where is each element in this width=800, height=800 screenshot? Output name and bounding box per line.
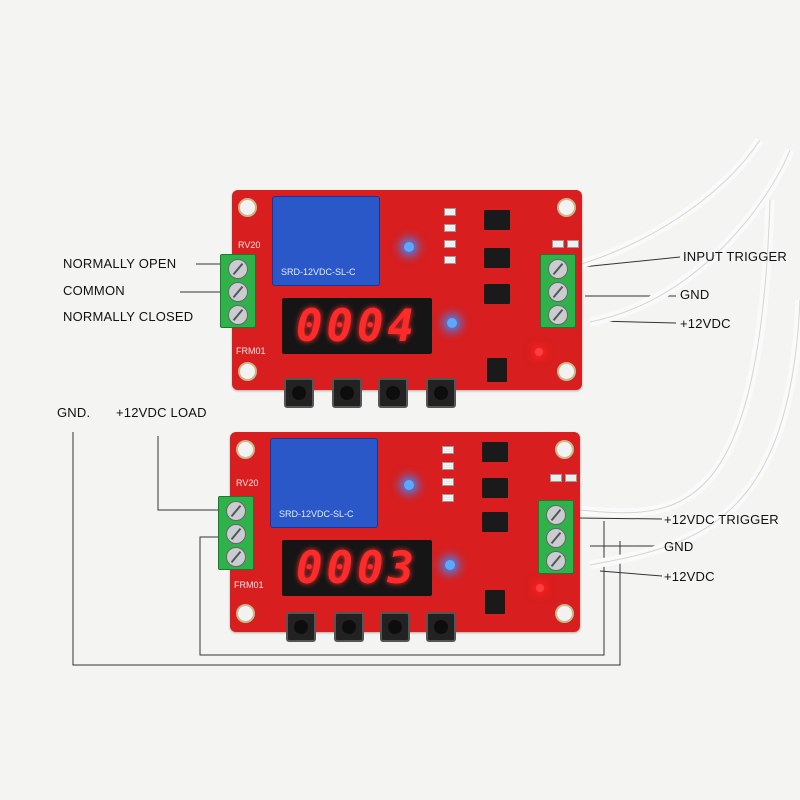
terminal-block-relay[interactable] [220,254,256,328]
status-led-blue [404,242,414,252]
leader-12vdc-trigger [577,517,663,520]
ic-chip [484,248,510,268]
label-input-trigger: INPUT TRIGGER [683,249,787,264]
terminal-block-relay[interactable] [218,496,254,570]
relay-model-text: SRD-12VDC-SL-C [281,267,356,277]
relay-module: SRD-12VDC-SL-C [272,196,380,286]
mount-hole [557,362,576,381]
ic-chip [482,478,508,498]
relay-model-text: SRD-12VDC-SL-C [279,509,354,519]
label-12vdc-top: +12VDC [680,316,731,331]
ic-chip [484,284,510,304]
mount-hole [236,440,255,459]
screw-input-trigger[interactable] [548,259,568,279]
screw-gnd[interactable] [546,528,566,548]
smd-component [565,474,577,482]
led-display: 0003 [282,540,432,596]
smd-component [552,240,564,248]
screw-common[interactable] [228,282,248,302]
white-cable-4-edge [589,299,800,566]
smd-component [444,256,456,264]
smd-component [442,462,454,470]
button-down[interactable] [426,612,456,642]
screw-gnd[interactable] [548,282,568,302]
silk-rv: RV20 [238,240,261,250]
mount-hole [555,604,574,623]
smd-component [444,240,456,248]
label-12vdc-load: +12VDC LOAD [116,405,207,420]
label-12vdc-trigger: +12VDC TRIGGER [664,512,779,527]
smd-component [444,208,456,216]
led-display: 0004 [282,298,432,354]
white-cable-2-edge [589,149,791,323]
ic-chip [484,210,510,230]
white-cable-1-edge [559,139,761,271]
button-set[interactable] [286,612,316,642]
relay-board-bottom: SRD-12VDC-SL-C RV20 FRM01 0003 [218,432,580,642]
relay-board-top: SRD-12VDC-SL-C RV20 FRM01 0004 [220,190,582,408]
label-gnd-left: GND. [57,405,91,420]
mount-hole [555,440,574,459]
button-shift[interactable] [332,378,362,408]
leader-input-trigger [581,256,681,268]
relay-module: SRD-12VDC-SL-C [270,438,378,528]
screw-normally-open[interactable] [228,259,248,279]
button-down[interactable] [426,378,456,408]
button-shift[interactable] [334,612,364,642]
screw-normally-closed[interactable] [226,547,246,567]
smd-component [442,494,454,502]
screw-12vdc[interactable] [546,551,566,571]
white-cable-3-edge [579,199,771,514]
ic-chip [482,442,508,462]
regulator-chip [485,590,505,614]
regulator-chip [487,358,507,382]
wire-12vdc-load [157,436,226,511]
screw-normally-closed[interactable] [228,305,248,325]
label-gnd-bottom: GND [664,539,694,554]
wire-gnd-loop [72,432,621,666]
screw-12vdc[interactable] [548,305,568,325]
status-led-blue [447,318,457,328]
mount-hole [238,362,257,381]
smd-component [442,478,454,486]
silk-frm: FRM01 [234,580,264,590]
terminal-block-input[interactable] [538,500,574,574]
smd-component [550,474,562,482]
status-led-blue [445,560,455,570]
silk-frm: FRM01 [236,346,266,356]
smd-component [567,240,579,248]
mount-hole [557,198,576,217]
button-set[interactable] [284,378,314,408]
button-up[interactable] [380,612,410,642]
smd-component [442,446,454,454]
display-digits: 0003 [296,542,418,594]
label-normally-open: NORMALLY OPEN [63,256,177,271]
ic-chip [482,512,508,532]
white-cable-3 [579,199,775,518]
power-led-red [535,348,543,356]
button-up[interactable] [378,378,408,408]
wire-common-loop [199,521,605,656]
mount-hole [236,604,255,623]
display-digits: 0004 [296,300,418,352]
label-gnd-top: GND [680,287,710,302]
terminal-block-input[interactable] [540,254,576,328]
status-led-blue [404,480,414,490]
label-12vdc-bottom: +12VDC [664,569,715,584]
smd-component [444,224,456,232]
label-normally-closed: NORMALLY CLOSED [63,309,194,324]
screw-12vdc-trigger[interactable] [546,505,566,525]
mount-hole [238,198,257,217]
screw-normally-open[interactable] [226,501,246,521]
power-led-red [536,584,544,592]
label-common: COMMON [63,283,125,298]
silk-rv: RV20 [236,478,259,488]
screw-common[interactable] [226,524,246,544]
leader-12vdc-bottom [599,570,663,577]
